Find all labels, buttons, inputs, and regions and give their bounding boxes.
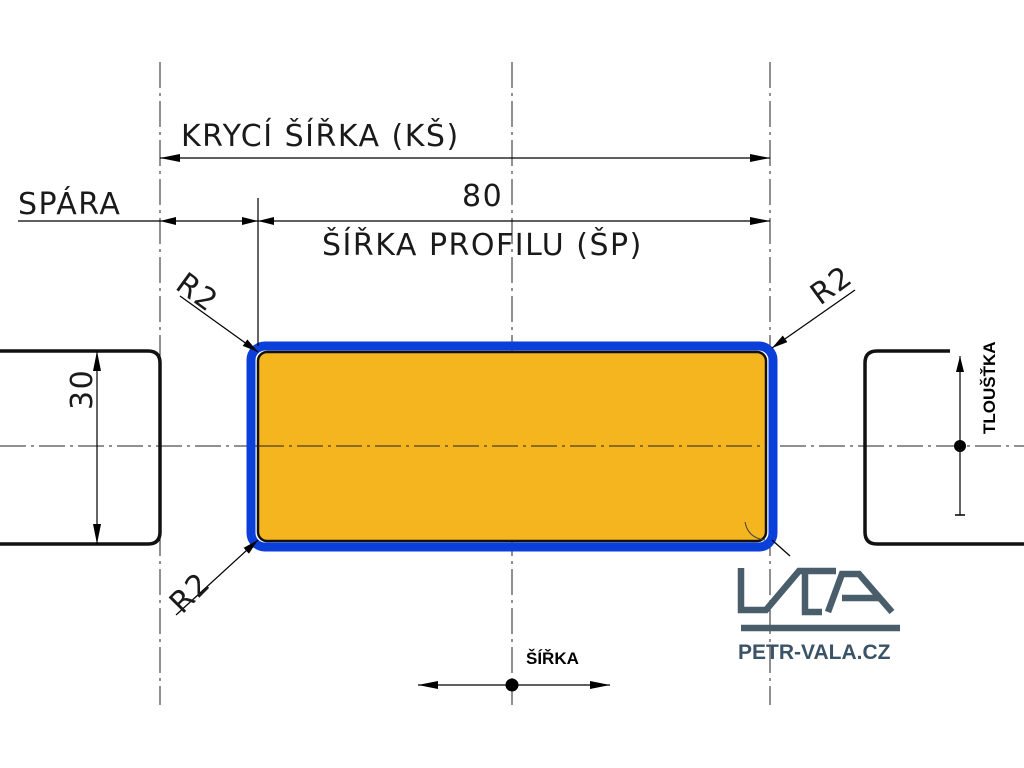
- radius-leader-bottom-right: [771, 539, 791, 557]
- width-dot: [505, 678, 519, 692]
- dimension-thickness-30: 30: [65, 351, 101, 544]
- radius-label-top-right: R2: [804, 259, 859, 313]
- radius-leader-top-right: [771, 289, 856, 349]
- thickness-indicator: TLOUŠŤKA: [954, 341, 999, 516]
- main-profile: [246, 341, 778, 552]
- dimension-profile-width: SPÁRA ŠÍŘKA PROFILU (ŠP): [18, 186, 770, 346]
- dimension-value-30: 30: [65, 369, 100, 410]
- dimension-value-80: 80: [462, 179, 503, 214]
- radius-callout-top-right: R2: [771, 259, 859, 349]
- radius-label-top-left: R2: [169, 266, 224, 320]
- radius-label-bottom-left: R2: [163, 566, 218, 621]
- petr-vala-logo: PETR-VALA.CZ: [737, 567, 900, 664]
- thickness-label: TLOUŠŤKA: [980, 341, 999, 434]
- profile-width-label: ŠÍŘKA PROFILU (ŠP): [322, 226, 643, 263]
- radius-leader-top-left: [179, 295, 259, 353]
- logo-text: PETR-VALA.CZ: [738, 641, 891, 664]
- profile-outline-blue: [246, 341, 778, 552]
- neighbor-profile-right: [863, 349, 1024, 546]
- corner-radius-mark: [744, 521, 766, 541]
- logo-mark-icon: [737, 567, 900, 632]
- covering-width-label: KRYCÍ ŠÍŘKA (KŠ): [181, 117, 460, 154]
- width-indicator: ŠÍŘKA: [418, 649, 610, 692]
- gap-label: SPÁRA: [18, 186, 121, 222]
- radius-callout-bottom-left: R2: [163, 539, 259, 621]
- width-label: ŠÍŘKA: [526, 649, 579, 668]
- neighbor-profile-left: [0, 349, 162, 546]
- thickness-dot: [954, 440, 966, 452]
- radius-callout-top-left: R2: [169, 266, 259, 353]
- dimension-covering-width: KRYCÍ ŠÍŘKA (KŠ): [160, 117, 770, 162]
- radius-leader-bottom-left: [175, 539, 259, 616]
